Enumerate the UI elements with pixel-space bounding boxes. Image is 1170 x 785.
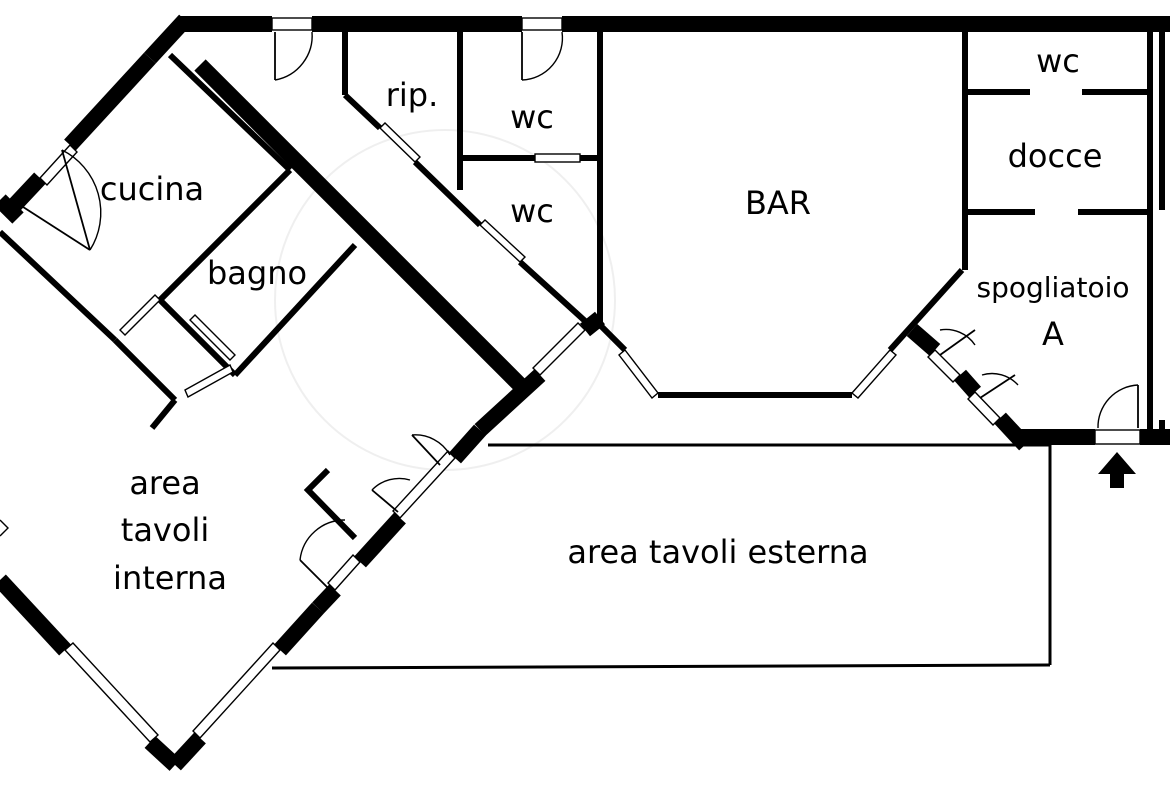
- room-label-rip: rip.: [386, 76, 439, 114]
- door-cucina: [19, 149, 102, 251]
- top-wall: [180, 16, 1170, 32]
- watermark-logo: [274, 129, 616, 471]
- door-left-edge: [0, 519, 9, 537]
- door-spogliatoio-2: [979, 372, 1019, 399]
- door-top-left: [274, 31, 313, 81]
- door-spogliatoio-1: [939, 328, 976, 356]
- kitchen-block: [0, 52, 358, 430]
- outdoor-area-outline: [271, 443, 1052, 670]
- room-label-spogliatoio: spogliatoio: [976, 271, 1129, 304]
- room-label-area-esterna: area tavoli esterna: [567, 533, 868, 571]
- room-label-spogliatoio-suffix: A: [1042, 315, 1064, 353]
- outer-walls-west: [0, 14, 605, 771]
- arrow-up-icon: [1098, 452, 1136, 488]
- room-label-area-interna-3: interna: [113, 559, 227, 597]
- right-block-walls: [906, 30, 1170, 451]
- room-label-cucina: cucina: [100, 170, 204, 208]
- room-label-bar: BAR: [745, 184, 811, 222]
- door-top-wc: [521, 31, 564, 81]
- room-label-area-interna-2: tavoli: [121, 511, 209, 549]
- door-interna-1: [411, 434, 451, 466]
- room-label-wc-top: wc: [510, 98, 554, 136]
- room-label-area-interna-1: area: [129, 464, 200, 502]
- door-interna-2: [371, 477, 411, 513]
- interior-partition: [303, 467, 358, 541]
- room-label-wc-right: wc: [1036, 42, 1080, 80]
- bar-walls: [597, 30, 968, 400]
- room-label-bagno: bagno: [207, 254, 307, 292]
- room-label-wc-lower: wc: [510, 192, 554, 230]
- corridor-walls: [194, 30, 603, 391]
- room-label-docce: docce: [1008, 137, 1103, 175]
- door-entrance: [1097, 384, 1139, 429]
- door-interna-3: [299, 519, 346, 591]
